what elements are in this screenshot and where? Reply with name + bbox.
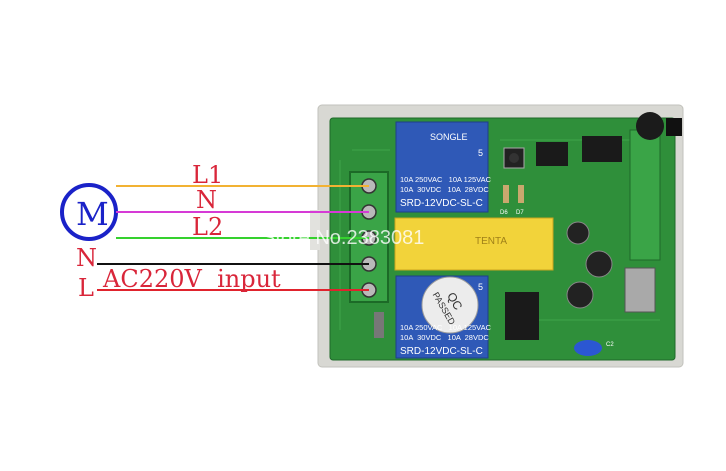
ic-chip-1 xyxy=(536,142,568,166)
diode-d6 xyxy=(503,185,509,203)
store-watermark: Store No.2383081 xyxy=(262,227,424,249)
relay-top-number: 5 xyxy=(478,148,483,158)
relay-bottom-rating-2: 10A 30VDC 10A 28VDC xyxy=(400,333,489,342)
label-l-input: L xyxy=(78,274,94,302)
motor-label: M xyxy=(76,195,109,233)
yellow-capacitor xyxy=(394,217,554,271)
electrolytic-capacitor-1 xyxy=(566,221,590,245)
input-label: AC220V input xyxy=(102,265,281,293)
relay-top-brand: SONGLE xyxy=(430,132,468,142)
antenna-coil-icon xyxy=(636,112,664,140)
label-l2: L2 xyxy=(192,213,223,241)
relay-top xyxy=(395,121,489,213)
relay-top-rating-2: 10A 30VDC 10A 28VDC xyxy=(400,185,489,194)
qc-stamp xyxy=(421,276,479,334)
silk-d6: D6 xyxy=(500,210,508,216)
enclosure-tab xyxy=(310,210,320,250)
silk-c2: C2 xyxy=(606,342,614,348)
ceramic-capacitor xyxy=(574,340,602,356)
silk-d7: D7 xyxy=(516,210,524,216)
label-n-top: N xyxy=(196,186,217,214)
relay-bottom-number: 5 xyxy=(478,282,483,292)
terminal-screws xyxy=(361,178,377,298)
ic-chip-2 xyxy=(582,136,622,162)
label-n-input: N xyxy=(76,244,97,272)
electrolytic-capacitor-2 xyxy=(585,250,613,278)
electrolytic-capacitor-3 xyxy=(566,281,594,309)
diode-d7 xyxy=(518,185,524,203)
relay-bottom-model: SRD-12VDC-SL-C xyxy=(400,346,483,357)
jumper xyxy=(374,312,384,338)
relay-top-rating-1: 10A 250VAC 10A 125VAC xyxy=(400,175,492,184)
push-button-knob xyxy=(509,153,519,163)
label-l1: L1 xyxy=(192,161,223,189)
antenna-tip xyxy=(666,118,682,136)
capacitor-brand: TENTA xyxy=(475,236,507,247)
relay-bottom-rating-1: 10A 250VAC 10A 125VAC xyxy=(400,323,492,332)
relay-top-model: SRD-12VDC-SL-C xyxy=(400,198,483,209)
receiver-module xyxy=(629,129,661,261)
crystal-oscillator xyxy=(624,267,656,313)
pin-header xyxy=(505,292,539,340)
